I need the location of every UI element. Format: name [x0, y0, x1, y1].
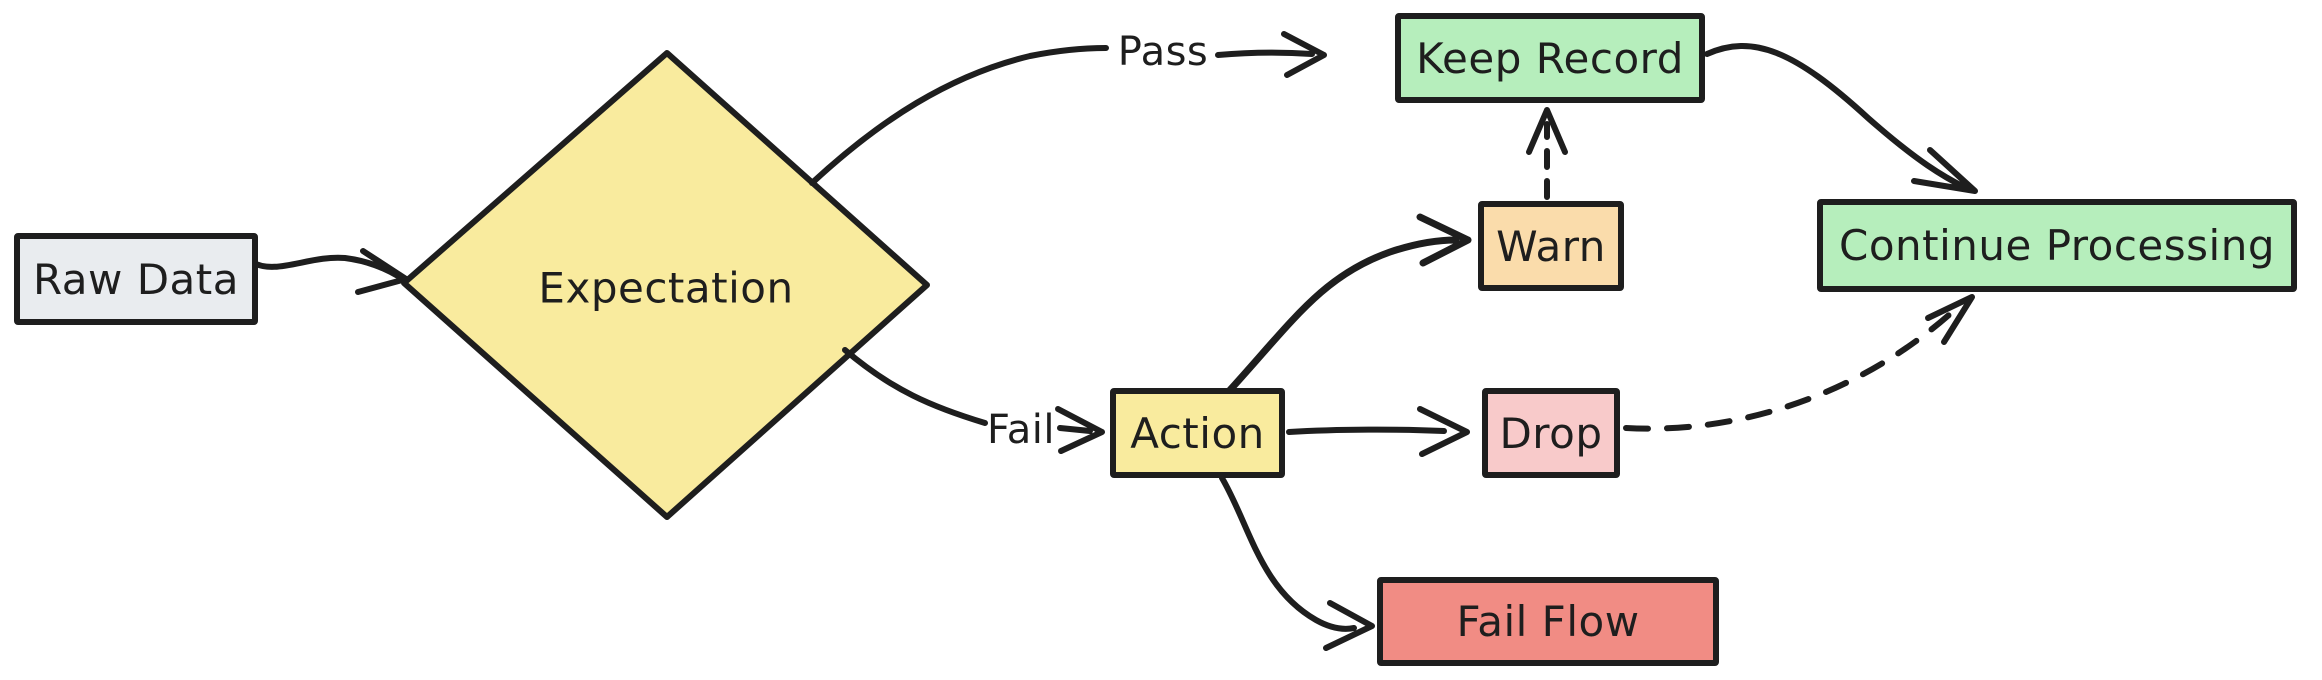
node-keep-record: Keep Record — [1395, 13, 1705, 103]
edge-label-pass: Pass — [1117, 29, 1209, 75]
node-label-expectation: Expectation — [538, 263, 794, 313]
node-drop: Drop — [1482, 388, 1620, 478]
node-fail-flow: Fail Flow — [1377, 577, 1719, 666]
arrowhead-drop-to-continue-processing — [1925, 294, 1975, 345]
edge-raw-data-to-expectation — [249, 248, 409, 295]
node-action: Action — [1110, 388, 1285, 478]
edge-pass-label-to-keep-record — [1215, 31, 1327, 78]
node-label-continue-processing: Continue Processing — [1839, 221, 2275, 270]
arrowhead-warn-to-keep-record — [1526, 107, 1568, 155]
edge-expectation-to-pass-label — [809, 45, 1109, 186]
node-continue-processing: Continue Processing — [1817, 199, 2297, 292]
edge-action-to-drop — [1286, 406, 1470, 457]
node-label-raw-data: Raw Data — [33, 254, 239, 304]
node-warn: Warn — [1478, 201, 1624, 291]
edge-action-to-warn — [1226, 213, 1472, 394]
edge-label-fail: Fail — [986, 407, 1056, 453]
edge-drop-to-continue-processing — [1623, 311, 1953, 432]
node-label-keep-record: Keep Record — [1416, 33, 1684, 83]
node-raw-data: Raw Data — [14, 233, 258, 325]
node-label-warn: Warn — [1496, 221, 1606, 271]
edge-expectation-to-fail-label — [842, 347, 988, 426]
node-label-action: Action — [1130, 408, 1265, 458]
edge-fail-label-to-action — [1055, 406, 1105, 454]
node-label-fail-flow: Fail Flow — [1456, 597, 1640, 646]
edge-keep-record-to-continue-processing — [1704, 43, 1978, 194]
node-label-drop: Drop — [1499, 408, 1603, 458]
edge-action-to-fail-flow — [1219, 475, 1375, 651]
